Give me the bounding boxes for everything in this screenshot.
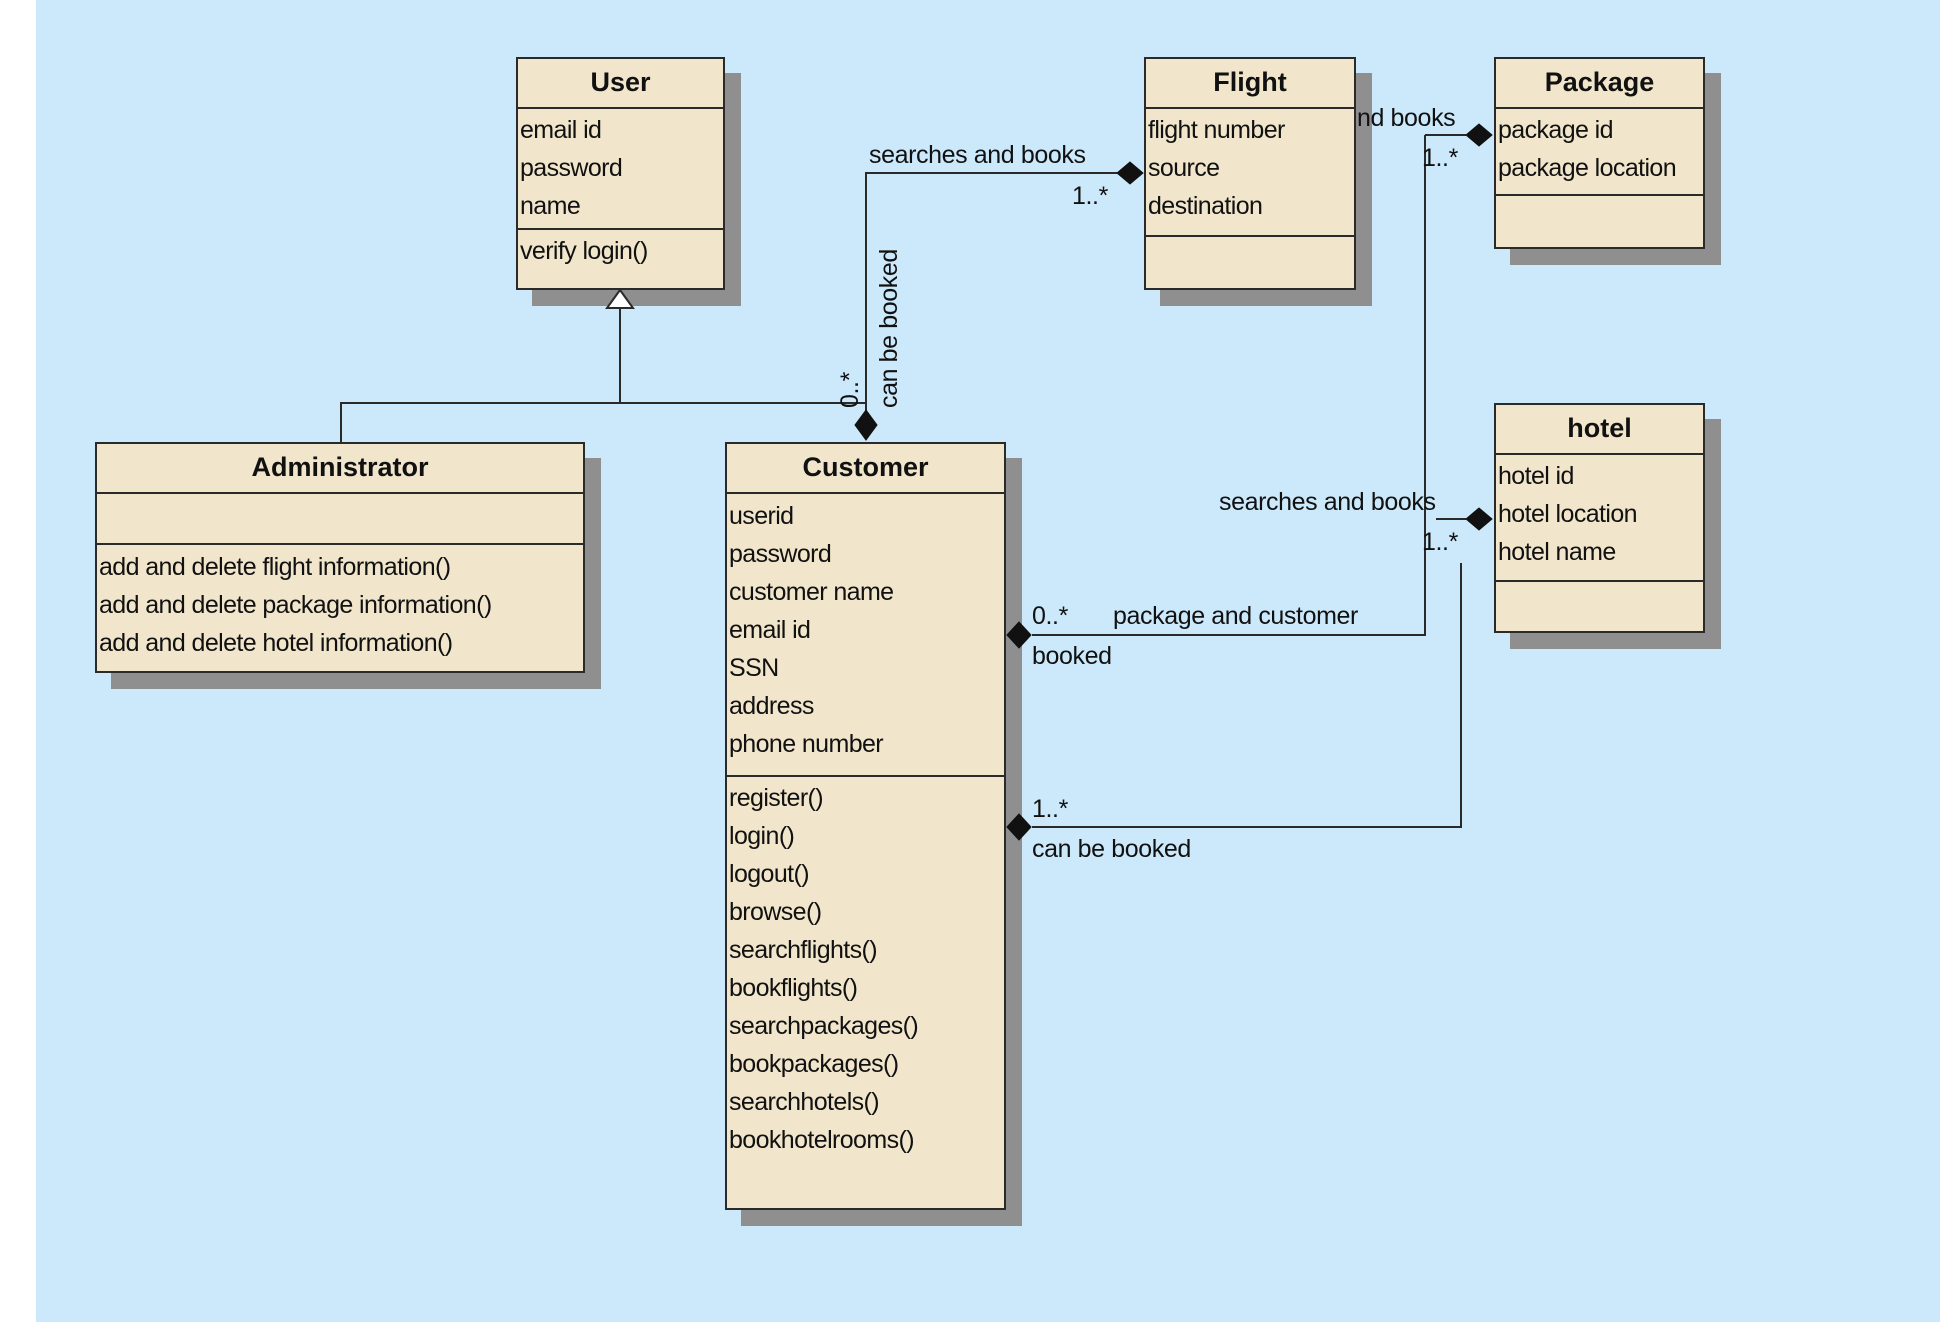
class-name: Package	[1544, 67, 1655, 97]
class-name-section: User	[518, 59, 723, 107]
class-name-section: Customer	[727, 444, 1004, 492]
attributes-section: userid password customer name email id S…	[727, 492, 1004, 775]
attribute: email id	[729, 616, 811, 644]
class-package: Package package id package location	[1494, 57, 1705, 249]
operation: add and delete hotel information()	[99, 629, 453, 657]
class-name: hotel	[1567, 413, 1632, 443]
attribute: package id	[1498, 116, 1614, 144]
attribute: destination	[1148, 192, 1263, 220]
operations-section: verify login()	[518, 228, 723, 270]
attribute: name	[520, 192, 581, 220]
class-name-section: Package	[1496, 59, 1703, 107]
attribute: SSN	[729, 654, 779, 682]
operation: bookflights()	[729, 974, 858, 1002]
operations-section: register() login() logout() browse() sea…	[727, 775, 1004, 1159]
operations-section: add and delete flight information() add …	[97, 543, 583, 662]
attribute: email id	[520, 116, 602, 144]
operation: add and delete flight information()	[99, 553, 451, 581]
class-administrator: Administrator add and delete flight info…	[95, 442, 585, 673]
attribute: address	[729, 692, 814, 720]
attribute: userid	[729, 502, 794, 530]
class-name-section: Flight	[1146, 59, 1354, 107]
operation: add and delete package information()	[99, 591, 492, 619]
attributes-section: package id package location	[1496, 107, 1703, 194]
operation: bookhotelrooms()	[729, 1126, 915, 1154]
class-flight: Flight flight number source destination	[1144, 57, 1356, 290]
class-name: Flight	[1213, 67, 1287, 97]
operation: searchflights()	[729, 936, 878, 964]
attribute: package location	[1498, 154, 1677, 182]
attributes-section: flight number source destination	[1146, 107, 1354, 235]
attribute: customer name	[729, 578, 894, 606]
attribute: phone number	[729, 730, 884, 758]
class-hotel: hotel hotel id hotel location hotel name	[1494, 403, 1705, 633]
attribute: source	[1148, 154, 1220, 182]
operation: login()	[729, 822, 795, 850]
attribute: hotel name	[1498, 538, 1616, 566]
class-name: Administrator	[251, 452, 429, 482]
class-user: User email id password name verify login…	[516, 57, 725, 290]
attribute: hotel id	[1498, 462, 1574, 490]
class-name: User	[590, 67, 651, 97]
operation: searchpackages()	[729, 1012, 919, 1040]
operation: searchhotels()	[729, 1088, 880, 1116]
operations-section	[1146, 235, 1354, 237]
class-name-section: hotel	[1496, 405, 1703, 453]
operation: logout()	[729, 860, 810, 888]
operation: register()	[729, 784, 824, 812]
attribute: password	[520, 154, 623, 182]
operation: bookpackages()	[729, 1050, 899, 1078]
operations-section	[1496, 580, 1703, 582]
attribute: hotel location	[1498, 500, 1638, 528]
operation: browse()	[729, 898, 822, 926]
operations-section	[1496, 194, 1703, 196]
attribute: flight number	[1148, 116, 1285, 144]
class-customer: Customer userid password customer name e…	[725, 442, 1006, 1210]
attributes-section: email id password name	[518, 107, 723, 228]
attributes-section: hotel id hotel location hotel name	[1496, 453, 1703, 580]
attributes-section	[97, 492, 583, 543]
attribute: password	[729, 540, 832, 568]
operation: verify login()	[520, 237, 648, 265]
class-name-section: Administrator	[97, 444, 583, 492]
class-name: Customer	[802, 452, 929, 482]
